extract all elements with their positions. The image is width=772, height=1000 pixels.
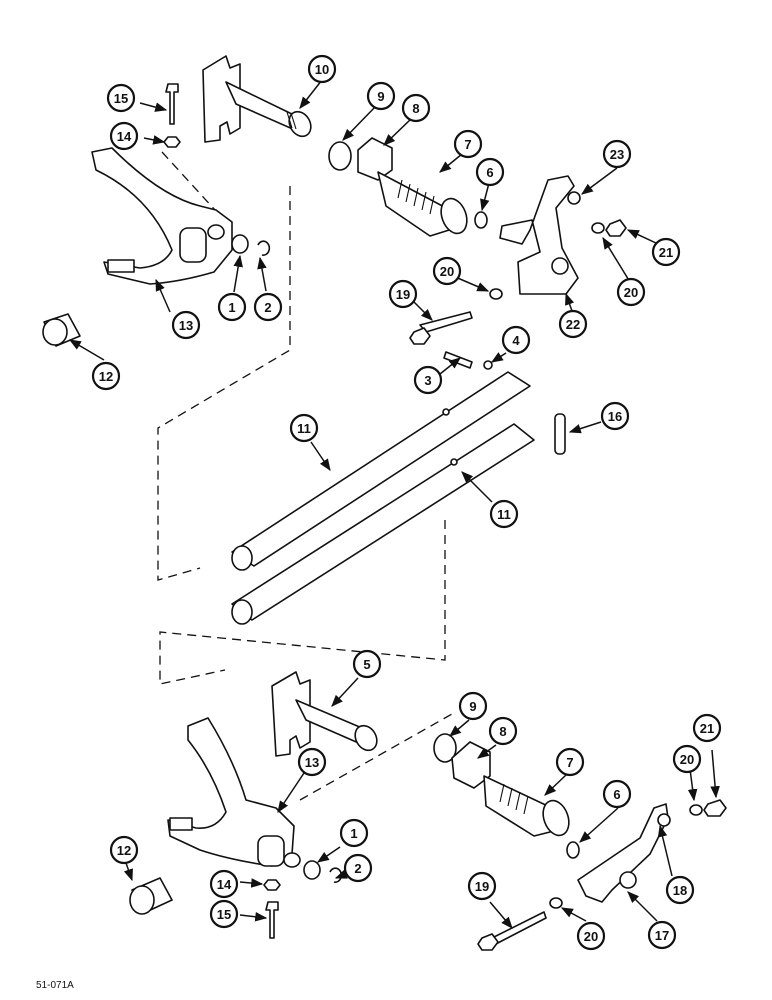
- callout-5: 5: [352, 649, 382, 679]
- svg-text:22: 22: [566, 317, 580, 332]
- callout-7: 7: [555, 747, 585, 777]
- callout-13: 13: [171, 310, 201, 340]
- lower-shift-fork-13: [167, 717, 301, 868]
- callout-22: 22: [558, 309, 588, 339]
- callout-14: 14: [209, 869, 239, 899]
- callout-2: 2: [253, 292, 283, 322]
- callout-19: 19: [467, 871, 497, 901]
- callout-3: 3: [413, 365, 443, 395]
- callout-1: 1: [339, 818, 369, 848]
- svg-text:3: 3: [424, 373, 431, 388]
- callout-10: 10: [307, 54, 337, 84]
- callout-11: 11: [289, 413, 319, 443]
- svg-text:6: 6: [613, 787, 620, 802]
- callout-9: 9: [458, 691, 488, 721]
- callout-20: 20: [616, 277, 646, 307]
- assembly-guide-lines: [157, 151, 453, 801]
- upper-small-parts: [42, 83, 503, 370]
- svg-text:2: 2: [354, 861, 361, 876]
- svg-text:20: 20: [584, 929, 598, 944]
- svg-text:13: 13: [305, 755, 319, 770]
- svg-text:19: 19: [396, 287, 410, 302]
- svg-text:9: 9: [377, 89, 384, 104]
- callout-11: 11: [489, 499, 519, 529]
- svg-text:19: 19: [475, 879, 489, 894]
- callout-14: 14: [109, 121, 139, 151]
- svg-text:10: 10: [315, 62, 329, 77]
- svg-text:20: 20: [624, 285, 638, 300]
- callout-2: 2: [343, 853, 373, 883]
- svg-text:7: 7: [566, 755, 573, 770]
- callout-17: 17: [647, 920, 677, 950]
- svg-text:16: 16: [608, 409, 622, 424]
- svg-text:15: 15: [217, 907, 231, 922]
- drawing-reference-number: 51-071A: [36, 980, 74, 991]
- callout-15: 15: [106, 83, 136, 113]
- svg-text:12: 12: [99, 369, 113, 384]
- svg-text:8: 8: [412, 101, 419, 116]
- lower-shift-lever-5: [271, 671, 378, 757]
- lower-lever-17: [577, 799, 727, 903]
- callout-12: 12: [91, 361, 121, 391]
- svg-text:21: 21: [700, 721, 714, 736]
- callout-7: 7: [453, 129, 483, 159]
- svg-text:4: 4: [512, 333, 520, 348]
- callout-9: 9: [366, 81, 396, 111]
- roll-pin-16: [554, 413, 566, 455]
- leader-lines: [68, 79, 720, 929]
- svg-text:1: 1: [228, 300, 235, 315]
- callout-13: 13: [297, 747, 327, 777]
- callout-1: 1: [217, 292, 247, 322]
- callout-15: 15: [209, 899, 239, 929]
- svg-text:20: 20: [440, 264, 454, 279]
- svg-text:21: 21: [659, 245, 673, 260]
- svg-text:15: 15: [114, 91, 128, 106]
- lower-small-parts: [129, 733, 580, 951]
- callout-23: 23: [602, 139, 632, 169]
- callout-21: 21: [651, 237, 681, 267]
- svg-text:18: 18: [673, 883, 687, 898]
- callout-19: 19: [388, 279, 418, 309]
- svg-text:7: 7: [464, 137, 471, 152]
- upper-shift-lever-10: [202, 55, 312, 143]
- svg-text:20: 20: [680, 752, 694, 767]
- callout-6: 6: [475, 157, 505, 187]
- upper-shift-fork-13: [91, 147, 233, 285]
- callout-16: 16: [600, 401, 630, 431]
- svg-text:2: 2: [264, 300, 271, 315]
- svg-text:14: 14: [217, 877, 232, 892]
- svg-text:11: 11: [297, 421, 311, 436]
- callout-8: 8: [401, 93, 431, 123]
- callout-6: 6: [602, 779, 632, 809]
- svg-text:1: 1: [350, 826, 357, 841]
- svg-text:9: 9: [469, 699, 476, 714]
- svg-text:11: 11: [497, 507, 511, 522]
- upper-lever-22: [499, 175, 627, 295]
- callout-20: 20: [672, 744, 702, 774]
- callout-20: 20: [576, 921, 606, 951]
- svg-text:8: 8: [499, 724, 506, 739]
- callout-20: 20: [432, 256, 462, 286]
- svg-text:14: 14: [117, 129, 132, 144]
- shift-rails-11: [231, 371, 535, 625]
- svg-text:23: 23: [610, 147, 624, 162]
- svg-text:17: 17: [655, 928, 669, 943]
- svg-text:12: 12: [117, 843, 131, 858]
- callout-4: 4: [501, 325, 531, 355]
- callout-8: 8: [488, 716, 518, 746]
- svg-text:6: 6: [486, 165, 493, 180]
- callout-12: 12: [109, 835, 139, 865]
- callout-18: 18: [665, 875, 695, 905]
- svg-text:13: 13: [179, 318, 193, 333]
- svg-text:5: 5: [363, 657, 370, 672]
- callout-21: 21: [692, 713, 722, 743]
